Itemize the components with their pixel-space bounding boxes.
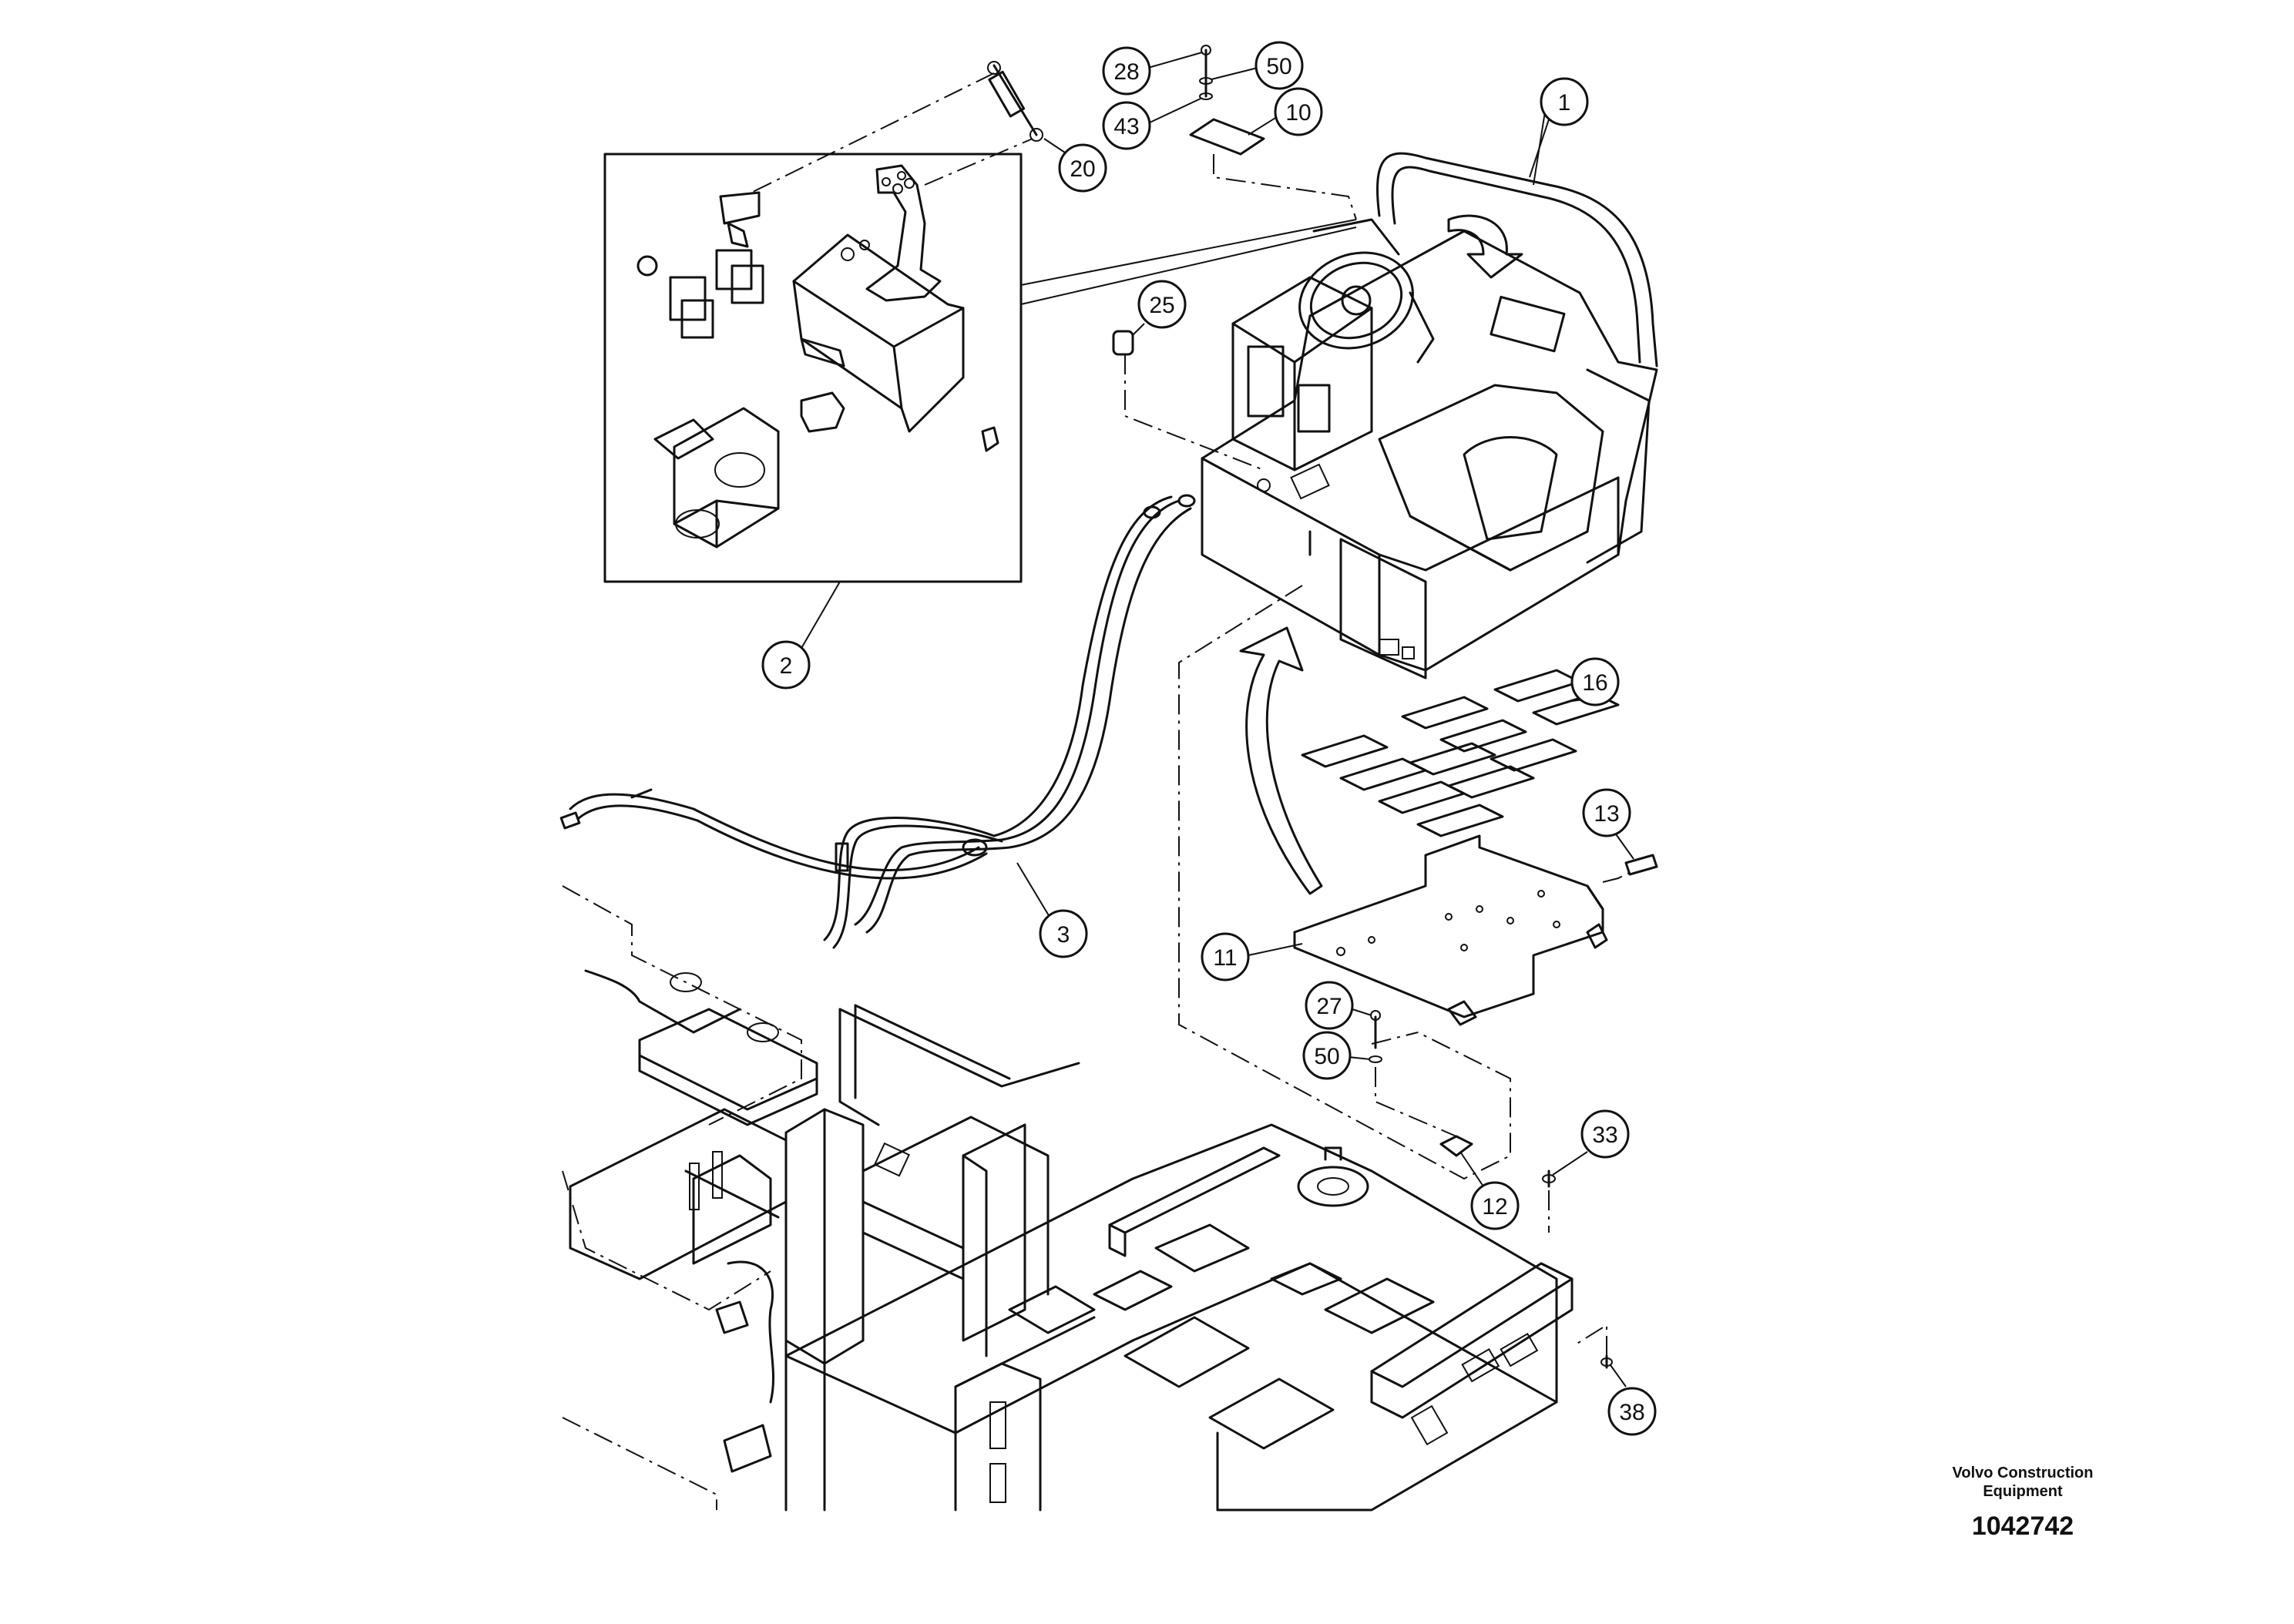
callout-38: 38 xyxy=(1607,1387,1657,1436)
svg-text:13: 13 xyxy=(1594,801,1619,827)
callout-12: 12 xyxy=(1470,1181,1520,1230)
svg-text:16: 16 xyxy=(1582,670,1607,696)
callout-28: 28 xyxy=(1102,46,1151,96)
callouts: 1 2 3 10 11 12 xyxy=(761,41,1657,1436)
svg-text:28: 28 xyxy=(1113,59,1139,85)
floor-plate-11 xyxy=(1293,834,1608,1026)
callout-50-upper: 50 xyxy=(1254,41,1304,90)
screw-38 xyxy=(1575,1324,1613,1369)
callout-25: 25 xyxy=(1137,280,1187,329)
svg-text:50: 50 xyxy=(1266,54,1291,79)
bracket-13 xyxy=(1624,854,1658,876)
svg-text:27: 27 xyxy=(1316,994,1342,1019)
callout-2: 2 xyxy=(761,640,811,690)
callout-10: 10 xyxy=(1274,87,1323,136)
svg-text:20: 20 xyxy=(1070,156,1095,182)
callout-11: 11 xyxy=(1201,932,1250,981)
svg-text:33: 33 xyxy=(1592,1122,1617,1148)
manufacturer-block: Volvo Construction Equipment 1042742 xyxy=(1903,1464,2142,1542)
svg-text:12: 12 xyxy=(1482,1194,1507,1220)
callout-16: 16 xyxy=(1570,657,1620,706)
bushing-25 xyxy=(1112,330,1265,471)
floor-mats-16 xyxy=(1301,669,1620,837)
brand-name-line2: Equipment xyxy=(1983,1483,2063,1500)
mounting-plate-10 xyxy=(1189,45,1357,220)
rotation-arrow-lower xyxy=(1239,626,1323,895)
svg-text:3: 3 xyxy=(1057,922,1070,948)
svg-text:38: 38 xyxy=(1619,1400,1644,1425)
callout-20: 20 xyxy=(1058,143,1107,193)
callout-43: 43 xyxy=(1102,101,1151,150)
gas-strut xyxy=(751,61,1043,193)
svg-text:43: 43 xyxy=(1113,114,1139,139)
svg-text:2: 2 xyxy=(780,653,793,679)
screw-33 xyxy=(1542,1169,1556,1233)
svg-text:10: 10 xyxy=(1285,100,1311,126)
cable-harness-3 xyxy=(559,494,1196,949)
callout-50-lower: 50 xyxy=(1302,1031,1352,1080)
assembly-path-outline xyxy=(1178,585,1511,1180)
callout-33: 33 xyxy=(1580,1109,1630,1159)
brand-name-line1: Volvo Construction xyxy=(1952,1465,2094,1481)
callout-27: 27 xyxy=(1305,981,1354,1030)
callout-1: 1 xyxy=(1540,77,1589,126)
machine-frame xyxy=(562,885,1574,1512)
svg-text:11: 11 xyxy=(1213,945,1237,971)
svg-text:25: 25 xyxy=(1149,293,1174,318)
console-detail-inset xyxy=(603,153,1023,583)
screw-27 xyxy=(1369,1010,1457,1137)
svg-text:1: 1 xyxy=(1558,90,1571,116)
svg-text:50: 50 xyxy=(1314,1044,1339,1069)
operator-cab-assembly xyxy=(1201,152,1658,679)
callout-13: 13 xyxy=(1582,788,1631,837)
rotation-arrow-upper xyxy=(1447,214,1523,279)
callout-3: 3 xyxy=(1039,909,1088,958)
bracket-12 xyxy=(1439,1135,1473,1157)
drawing-number: 1042742 xyxy=(1971,1512,2074,1541)
